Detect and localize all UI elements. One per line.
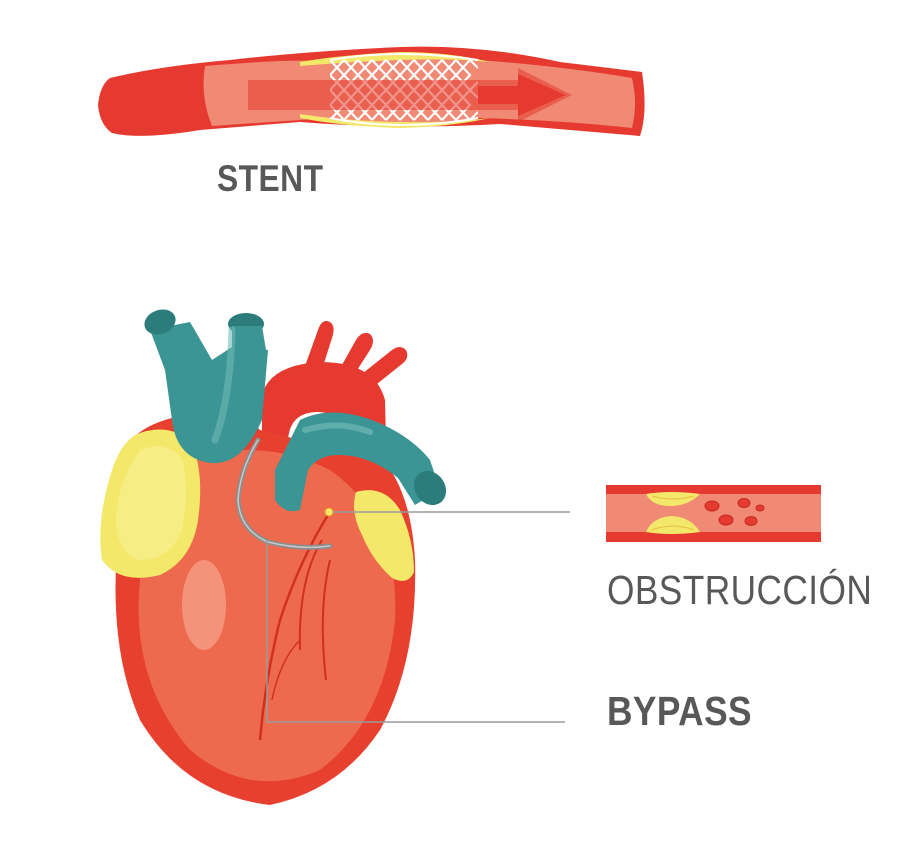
stent-label: STENT [217, 158, 324, 199]
bypass-label: BYPASS [607, 688, 752, 734]
leader-lines [266, 511, 570, 723]
obstruction-label: OBSTRUCCIÓN [607, 567, 873, 613]
flow-arrow [248, 68, 572, 122]
artery-lumen [606, 494, 821, 532]
obstruction-marker [324, 507, 334, 517]
vena-cava [150, 322, 268, 464]
stent-artery-illustration [98, 46, 645, 136]
plaque-bottom [646, 516, 700, 534]
plaque-bottom [300, 114, 490, 128]
leader-bypass [266, 540, 565, 723]
heart-highlight [182, 560, 226, 650]
fat-right [354, 490, 414, 581]
pulmonary-artery [275, 412, 440, 512]
obstruction-artery-illustration [606, 485, 821, 542]
heart-illustration [100, 309, 447, 805]
